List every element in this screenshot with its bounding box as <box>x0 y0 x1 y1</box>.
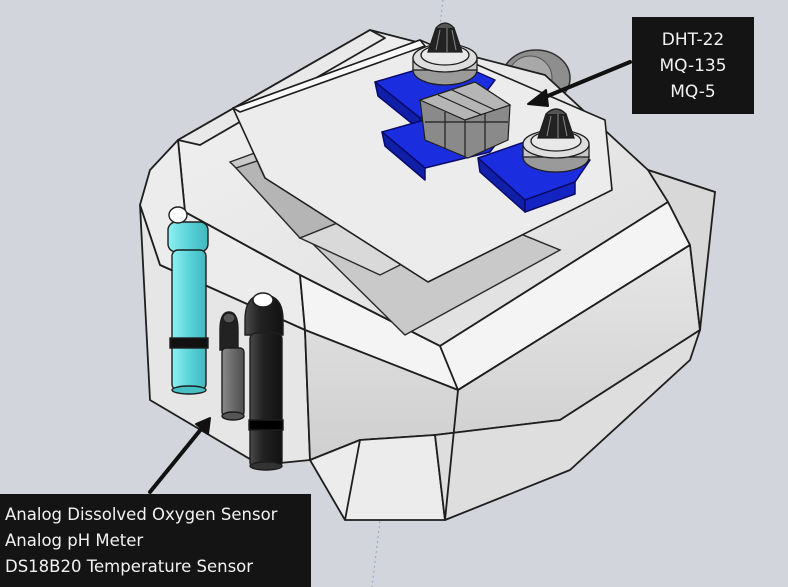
dissolved-oxygen-probe <box>168 207 208 394</box>
gas-sensor-label-box: DHT-22 MQ-135 MQ-5 <box>632 17 754 114</box>
label-dissolved-oxygen: Analog Dissolved Oxygen Sensor <box>5 502 311 528</box>
mq135-gas-sensor <box>413 23 477 85</box>
temperature-probe <box>245 293 283 470</box>
label-mq5: MQ-5 <box>632 79 754 105</box>
water-sensor-label-box: Analog Dissolved Oxygen Sensor Analog pH… <box>0 494 311 587</box>
label-temperature-sensor: DS18B20 Temperature Sensor <box>5 554 311 580</box>
label-ph-meter: Analog pH Meter <box>5 528 311 554</box>
label-dht22: DHT-22 <box>632 27 754 53</box>
arrow-to-water-probes <box>150 428 202 492</box>
label-mq135: MQ-135 <box>632 53 754 79</box>
